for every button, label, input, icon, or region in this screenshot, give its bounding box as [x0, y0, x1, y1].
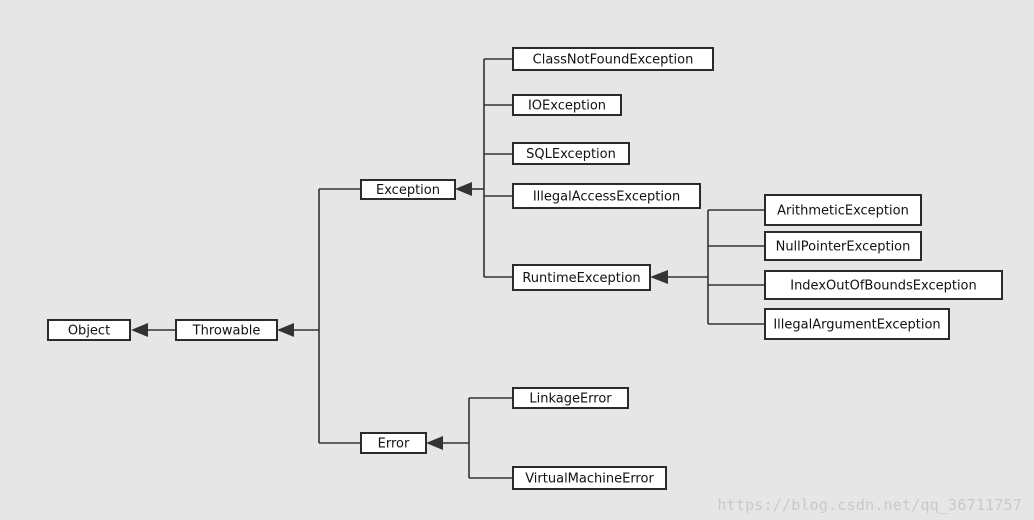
- arrowhead-object: [131, 323, 148, 337]
- node-linkage-error: LinkageError: [512, 387, 629, 409]
- arrowhead-throwable: [277, 323, 294, 337]
- node-error-label: Error: [378, 437, 410, 452]
- node-illegal-access-exception: IllegalAccessException: [512, 183, 701, 209]
- arrowhead-error: [426, 436, 443, 450]
- node-arithmetic-box: [764, 194, 922, 226]
- node-index-out-of-bounds-exception: IndexOutOfBoundsException: [764, 270, 1003, 300]
- node-error-box: [360, 432, 427, 454]
- node-object-box: [47, 319, 131, 341]
- node-illegal-argument-label: IllegalArgumentException: [773, 318, 940, 333]
- node-throwable-label: Throwable: [192, 324, 261, 339]
- node-illegal-argument-exception: IllegalArgumentException: [764, 308, 950, 340]
- node-null-pointer-box: [764, 231, 922, 261]
- node-virtual-machine-label: VirtualMachineError: [525, 472, 654, 487]
- node-sql-exception: SQLException: [512, 142, 630, 165]
- node-io-label: IOException: [528, 99, 606, 114]
- watermark-url: https://blog.csdn.net/qq_36711757: [717, 496, 1022, 514]
- node-virtual-machine-box: [512, 466, 667, 490]
- node-null-pointer-label: NullPointerException: [776, 240, 911, 255]
- node-linkage-box: [512, 387, 629, 409]
- node-sql-box: [512, 142, 630, 165]
- node-null-pointer-exception: NullPointerException: [764, 231, 922, 261]
- connectors: [146, 58, 765, 479]
- arrowhead-runtime: [650, 270, 668, 284]
- node-virtual-machine-error: VirtualMachineError: [512, 466, 667, 490]
- node-runtime-label: RuntimeException: [522, 271, 640, 286]
- node-object: Object: [47, 319, 131, 341]
- node-error: Error: [360, 432, 427, 454]
- node-class-not-found-exception: ClassNotFoundException: [512, 47, 714, 71]
- node-arithmetic-label: ArithmeticException: [777, 204, 909, 219]
- node-illegal-access-box: [512, 183, 701, 209]
- node-throwable-box: [175, 319, 278, 341]
- node-index-out-of-bounds-label: IndexOutOfBoundsException: [790, 279, 977, 294]
- node-runtime-exception: RuntimeException: [512, 264, 651, 291]
- node-io-box: [512, 94, 622, 116]
- node-exception: Exception: [360, 179, 456, 200]
- node-linkage-label: LinkageError: [529, 392, 612, 407]
- node-exception-label: Exception: [376, 183, 440, 198]
- node-index-out-of-bounds-box: [764, 270, 1003, 300]
- node-class-not-found-label: ClassNotFoundException: [533, 53, 694, 68]
- node-illegal-access-label: IllegalAccessException: [533, 190, 680, 205]
- arrowhead-exception: [455, 182, 472, 196]
- arrowheads: [131, 182, 668, 450]
- node-arithmetic-exception: ArithmeticException: [764, 194, 922, 226]
- node-class-not-found-box: [512, 47, 714, 71]
- node-io-exception: IOException: [512, 94, 622, 116]
- node-exception-box: [360, 179, 456, 200]
- node-sql-label: SQLException: [526, 147, 616, 162]
- node-object-label: Object: [68, 324, 110, 339]
- node-throwable: Throwable: [175, 319, 278, 341]
- node-illegal-argument-box: [764, 308, 950, 340]
- node-runtime-box: [512, 264, 651, 291]
